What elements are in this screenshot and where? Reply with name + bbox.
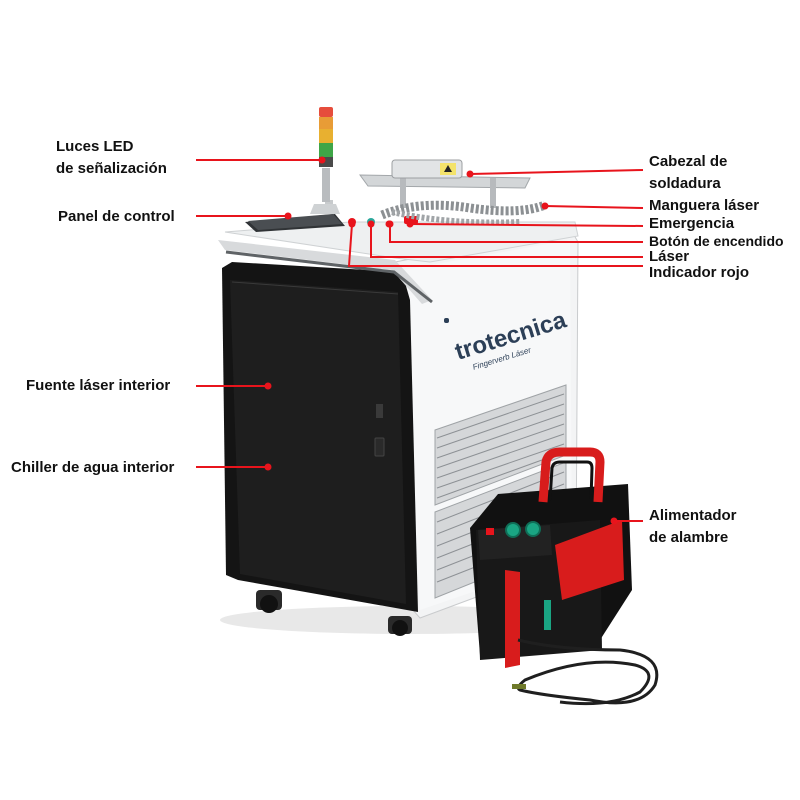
label-welding-head: Cabezal de soldadura xyxy=(649,151,727,195)
label-led-lights-line1: Luces LED xyxy=(56,138,134,155)
label-laser: Láser xyxy=(649,248,690,265)
wire-feeder xyxy=(470,447,659,706)
callout-lines xyxy=(196,159,644,522)
label-emergency: Emergencia xyxy=(649,215,735,232)
label-led-lights-line2: de señalización xyxy=(56,160,167,177)
label-power-button: Botón de encendido xyxy=(649,233,784,249)
label-welding-head-line2: soldadura xyxy=(649,175,721,192)
label-laser-source: Fuente láser interior xyxy=(26,377,171,394)
label-welding-head-line1: Cabezal de xyxy=(649,153,728,170)
callout-line-laser xyxy=(370,224,643,258)
led-tower xyxy=(310,107,340,214)
label-wire-feeder-line1: Alimentador xyxy=(649,507,737,524)
label-led-lights: Luces LED de señalización xyxy=(56,136,167,180)
welding-head xyxy=(359,159,531,208)
label-wire-feeder: Alimentador de alambre xyxy=(649,505,737,549)
label-laser-hose: Manguera láser xyxy=(649,197,760,214)
label-wire-feeder-line2: de alambre xyxy=(649,529,729,546)
callout-line-head xyxy=(469,169,644,175)
label-red-indicator: Indicador rojo xyxy=(649,264,750,281)
label-control-panel: Panel de control xyxy=(58,208,175,225)
label-water-chiller: Chiller de agua interior xyxy=(11,459,175,476)
callout-line-hose xyxy=(544,205,644,209)
callout-line-emergency xyxy=(409,223,644,227)
callout-line-power xyxy=(389,224,643,243)
callout-line-red-indicator xyxy=(347,223,643,267)
caster-wheels xyxy=(256,590,412,636)
callout-dots xyxy=(264,156,618,525)
